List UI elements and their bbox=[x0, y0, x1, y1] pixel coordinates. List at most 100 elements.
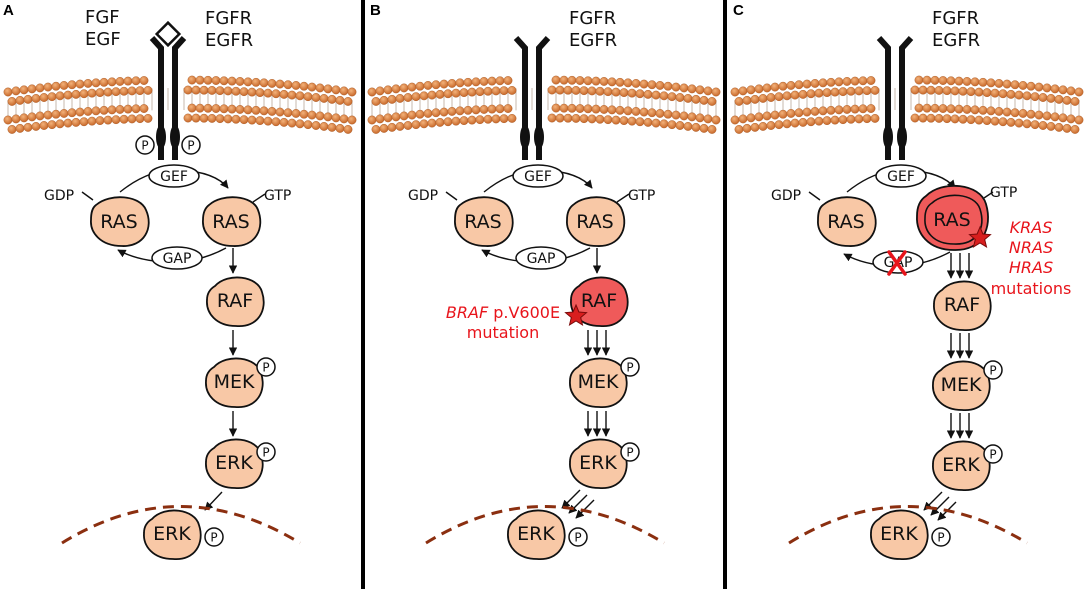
lipid-head bbox=[547, 113, 557, 123]
lipid-head bbox=[982, 88, 992, 97]
hras-label: HRAS bbox=[1009, 258, 1053, 277]
ras-gdp-protein bbox=[817, 196, 877, 247]
lipid-head bbox=[1026, 81, 1036, 91]
lipid-head bbox=[607, 77, 617, 87]
lipid-head bbox=[235, 105, 245, 114]
lipid-head bbox=[51, 81, 61, 91]
lipid-head bbox=[119, 114, 129, 124]
lipid-head bbox=[595, 86, 605, 96]
lipid-head bbox=[439, 79, 449, 89]
mek-label: MEK bbox=[214, 371, 255, 393]
lipid-head bbox=[315, 83, 325, 93]
lipid-head bbox=[311, 121, 321, 130]
lipid-head bbox=[43, 82, 53, 92]
lipid-head bbox=[223, 114, 233, 124]
lipid-head bbox=[275, 79, 285, 89]
ligand-label-egf: EGF bbox=[85, 29, 121, 50]
lipid-head bbox=[71, 117, 81, 127]
ras-gdp-label: RAS bbox=[827, 211, 865, 233]
lipid-head bbox=[986, 106, 996, 116]
lipid-head bbox=[483, 86, 493, 96]
lipid-head bbox=[707, 97, 717, 106]
lipid-head bbox=[1022, 91, 1032, 101]
lipid-head bbox=[583, 104, 593, 114]
lipid-head bbox=[603, 87, 613, 97]
phosphate-label: P bbox=[210, 531, 217, 545]
lipid-head bbox=[778, 81, 788, 91]
lipid-head bbox=[930, 103, 940, 113]
lipid-head bbox=[1066, 86, 1076, 96]
lipid-head bbox=[551, 75, 561, 85]
nuclear-envelope bbox=[788, 505, 1028, 545]
lipid-head bbox=[203, 75, 213, 85]
lipid-head bbox=[643, 89, 653, 99]
lipid-head bbox=[439, 107, 449, 117]
lipid-head bbox=[219, 104, 229, 114]
lipid-head bbox=[311, 93, 321, 102]
lipid-head bbox=[303, 92, 313, 102]
lipid-head bbox=[287, 90, 297, 100]
panel-a: A FGF EGF FGFR EGFR P P GEF GAP GDP RAS bbox=[3, 2, 357, 560]
lipid-head bbox=[559, 75, 569, 85]
lipid-head bbox=[567, 103, 577, 113]
lipid-head bbox=[183, 85, 193, 95]
receptor-label-egfr: EGFR bbox=[569, 30, 617, 51]
braf-gene-name: BRAF bbox=[446, 303, 489, 322]
lipid-head bbox=[1002, 107, 1012, 117]
lipid-head bbox=[918, 85, 928, 95]
lipid-head bbox=[471, 77, 481, 87]
lipid-head bbox=[507, 86, 517, 95]
lipid-head bbox=[291, 109, 301, 118]
lipid-head bbox=[695, 113, 705, 123]
lipid-head bbox=[615, 105, 625, 115]
lipid-head bbox=[651, 118, 661, 128]
lipid-head bbox=[1030, 92, 1040, 102]
lipid-head bbox=[115, 105, 125, 114]
lipid-head bbox=[231, 114, 241, 124]
lipid-head bbox=[675, 121, 685, 130]
lipid-head bbox=[950, 114, 960, 124]
lipid-head bbox=[259, 78, 269, 88]
cell-membrane bbox=[3, 75, 357, 134]
lipid-head bbox=[954, 76, 964, 86]
receptor-icon bbox=[149, 35, 187, 160]
gdp-label: GDP bbox=[44, 188, 74, 204]
lipid-head bbox=[758, 122, 768, 131]
nras-label: NRAS bbox=[1009, 238, 1053, 257]
lipid-head bbox=[59, 109, 69, 118]
phosphate-icon bbox=[620, 357, 640, 377]
lipid-head bbox=[1026, 109, 1036, 119]
lipid-head bbox=[259, 106, 269, 116]
lipid-head bbox=[491, 86, 501, 96]
lipid-head bbox=[431, 80, 441, 90]
lipid-head bbox=[691, 94, 701, 104]
lipid-head bbox=[467, 87, 477, 97]
lipid-head bbox=[914, 103, 924, 113]
lipid-head bbox=[399, 111, 409, 121]
lipid-head bbox=[675, 93, 685, 102]
lipid-head bbox=[567, 75, 577, 85]
lipid-head bbox=[467, 115, 477, 125]
lipid-head bbox=[255, 88, 265, 97]
raf-label: RAF bbox=[581, 290, 617, 312]
lipid-head bbox=[483, 114, 493, 124]
lipid-head bbox=[459, 116, 469, 125]
lipid-head bbox=[750, 122, 760, 132]
lipid-head bbox=[75, 107, 85, 117]
lipid-head bbox=[271, 117, 281, 127]
ras-gtp-label: RAS bbox=[212, 211, 250, 233]
lipid-head bbox=[75, 79, 85, 89]
lipid-head bbox=[587, 114, 597, 124]
lipid-head bbox=[315, 111, 325, 121]
lipid-head bbox=[814, 88, 824, 98]
lipid-head bbox=[1018, 109, 1028, 118]
lipid-head bbox=[770, 82, 780, 92]
lipid-head bbox=[1054, 122, 1064, 132]
lipid-head bbox=[323, 112, 333, 122]
receptor-label-fgfr: FGFR bbox=[205, 8, 252, 29]
ras-gdp-protein bbox=[90, 196, 150, 247]
lipid-head bbox=[339, 86, 349, 96]
lipid-head bbox=[998, 117, 1008, 127]
lipid-head bbox=[746, 113, 756, 123]
lipid-head bbox=[695, 85, 705, 95]
